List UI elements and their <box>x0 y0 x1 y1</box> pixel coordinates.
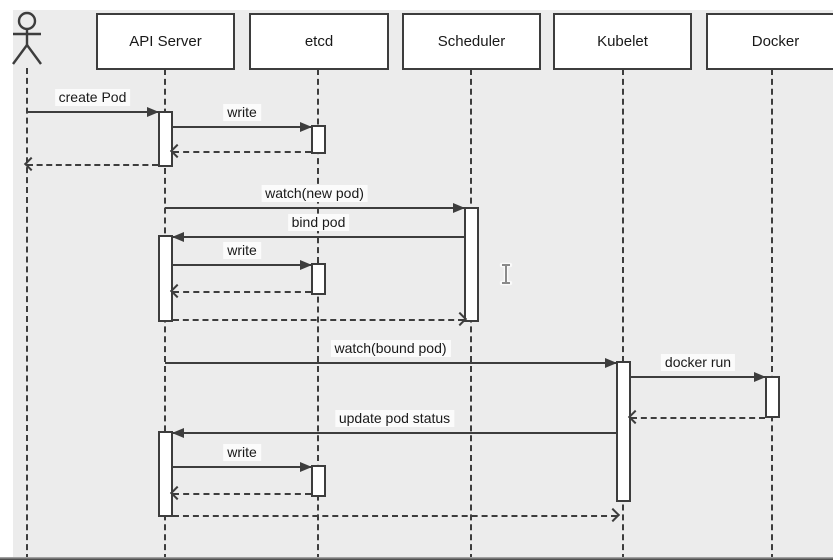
message-line <box>173 151 311 153</box>
arrowhead-filled-right-icon <box>147 107 159 117</box>
activation-scheduler-1 <box>464 207 479 322</box>
message-line <box>173 515 617 517</box>
participant-label: etcd <box>304 33 334 50</box>
arrowhead-filled-right-icon <box>453 203 465 213</box>
activation-api-server-2 <box>158 235 173 322</box>
participant-box-kubelet: Kubelet <box>553 13 692 70</box>
participant-label: Kubelet <box>597 33 648 50</box>
message-line <box>173 493 311 495</box>
message-line <box>27 164 158 166</box>
message-line <box>631 417 765 419</box>
participant-label: Scheduler <box>437 33 506 50</box>
activation-etcd-1 <box>311 125 326 154</box>
message-label: write <box>223 103 261 121</box>
lifeline-etcd <box>317 69 319 560</box>
activation-kubelet-1 <box>616 361 631 502</box>
message-label: write <box>223 241 261 259</box>
arrowhead-filled-left-icon <box>172 232 184 242</box>
message-line <box>173 291 311 293</box>
message-label: docker run <box>660 353 736 371</box>
lifeline-actor <box>26 68 28 560</box>
text-ibeam-cursor-icon <box>499 262 513 286</box>
arrowhead-filled-right-icon <box>300 122 312 132</box>
message-label: create Pod <box>54 88 131 106</box>
message-line <box>173 319 464 321</box>
actor-icon <box>12 11 42 65</box>
activation-api-server-1 <box>158 111 173 167</box>
participant-box-etcd: etcd <box>249 13 389 70</box>
message-line <box>173 432 616 434</box>
participant-box-scheduler: Scheduler <box>402 13 541 70</box>
message-label: update pod status <box>334 409 455 427</box>
participant-box-docker: Docker <box>706 13 833 70</box>
lifeline-docker <box>771 69 773 560</box>
message-line <box>631 376 765 378</box>
arrowhead-filled-right-icon <box>300 462 312 472</box>
message-line <box>165 362 616 364</box>
participant-label: Docker <box>751 33 800 50</box>
message-label: write <box>223 443 261 461</box>
message-line <box>173 126 311 128</box>
activation-etcd-2 <box>311 263 326 295</box>
activation-etcd-3 <box>311 465 326 497</box>
message-line <box>173 466 311 468</box>
message-line <box>165 207 464 209</box>
activation-api-server-3 <box>158 431 173 517</box>
arrowhead-filled-left-icon <box>172 428 184 438</box>
diagram-canvas <box>13 10 833 560</box>
video-bottom-edge <box>0 557 833 560</box>
message-line <box>27 111 158 113</box>
participant-label: API Server <box>129 33 202 50</box>
message-label: watch(bound pod) <box>330 339 451 357</box>
arrowhead-filled-right-icon <box>754 372 766 382</box>
lifeline-kubelet <box>622 69 624 560</box>
arrowhead-filled-right-icon <box>605 358 617 368</box>
arrowhead-filled-right-icon <box>300 260 312 270</box>
participant-box-api-server: API Server <box>96 13 235 70</box>
message-label: bind pod <box>287 213 350 231</box>
activation-docker-1 <box>765 376 780 418</box>
message-label: watch(new pod) <box>261 184 368 202</box>
message-line <box>173 264 311 266</box>
message-line <box>173 236 464 238</box>
